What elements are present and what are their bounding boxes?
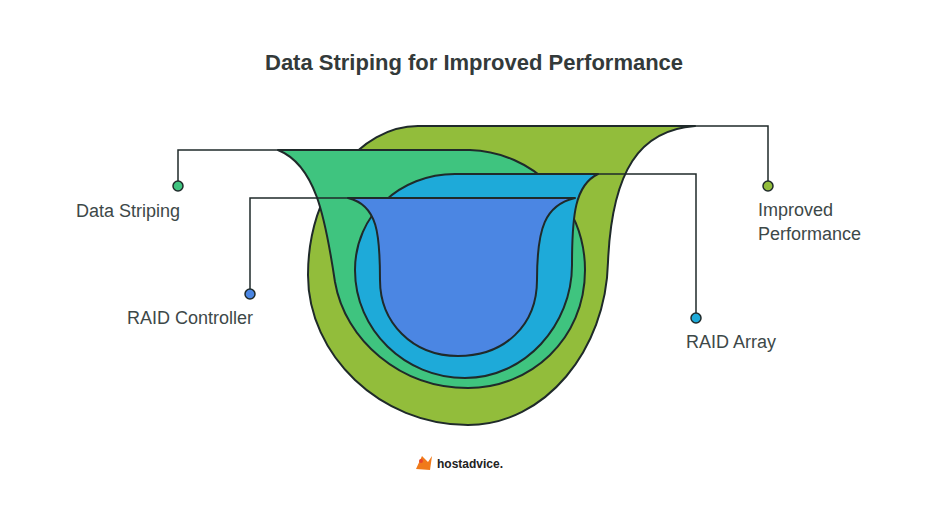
leader-dot: [245, 289, 255, 299]
callout-label: RAID Array: [686, 330, 776, 354]
watermark: hostadvice.: [437, 457, 503, 471]
callout-label: Improved Performance: [758, 198, 908, 246]
leader-dot: [763, 181, 773, 191]
leader-dot: [691, 313, 701, 323]
leader-line: [598, 174, 696, 313]
leader-dot: [173, 181, 183, 191]
callout-label: Data Striping: [76, 199, 180, 223]
callout-label: RAID Controller: [127, 306, 253, 330]
blue-funnel: [348, 198, 575, 356]
leader-line: [250, 198, 348, 289]
logo-icon: [416, 456, 432, 470]
diagram-title: Data Striping for Improved Performance: [265, 50, 683, 76]
leader-line: [178, 150, 278, 181]
leader-line: [695, 126, 768, 181]
